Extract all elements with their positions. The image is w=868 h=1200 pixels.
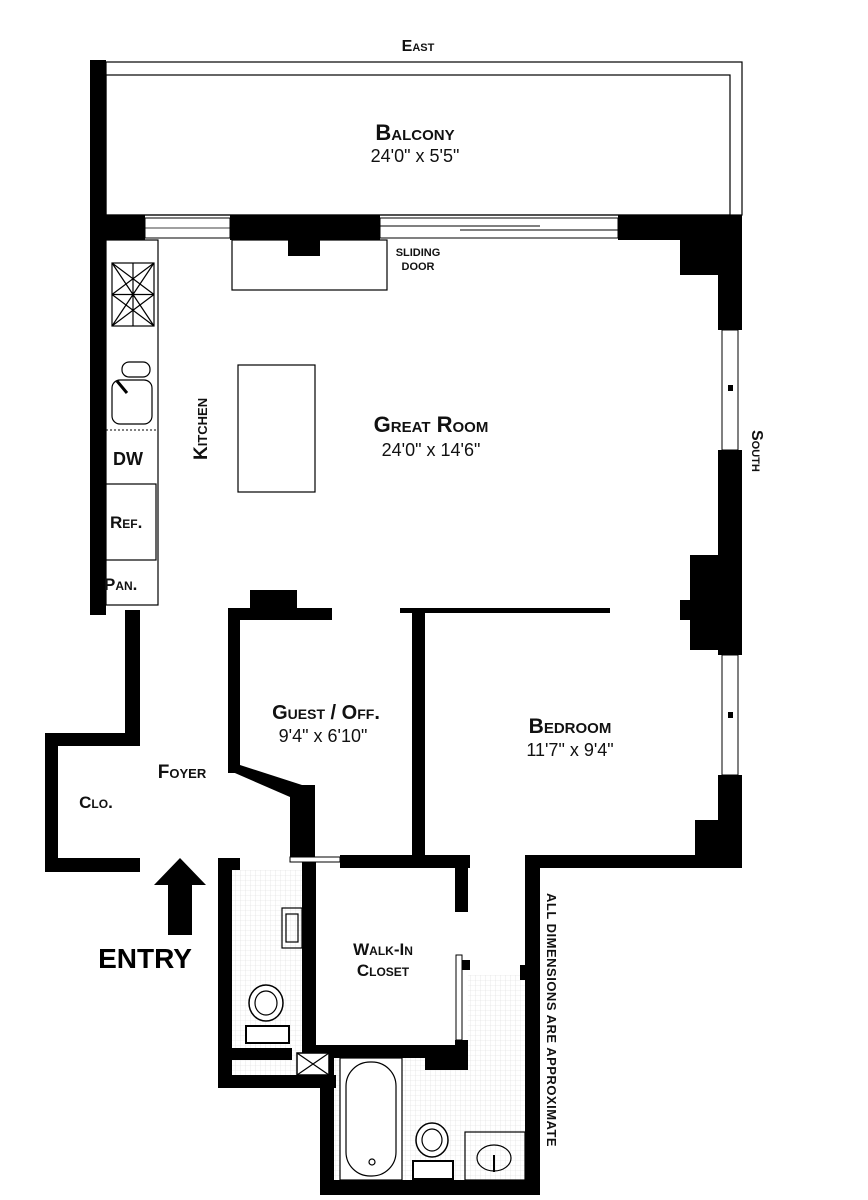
refrigerator	[100, 483, 157, 561]
guest-office-label: Guest / Off.	[272, 702, 380, 724]
bedroom-sliding-door[interactable]	[400, 608, 610, 613]
refrigerator-label: Ref.	[110, 513, 142, 532]
guest-office-dims: 9'4" x 6'10"	[279, 726, 368, 746]
entry-arrow-icon	[154, 858, 206, 935]
bath-1-floor	[232, 870, 302, 1075]
walk-in-closet-label-1: Walk-In	[353, 940, 413, 959]
bath-2-floor	[468, 975, 526, 1180]
foyer-label: Foyer	[158, 762, 207, 783]
linen-closet-icon	[296, 1052, 330, 1076]
bedroom-label: Bedroom	[529, 715, 612, 738]
pantry-label: Pan.	[104, 575, 137, 594]
east-label: East	[402, 38, 435, 55]
bath-1-sink-icon	[281, 907, 303, 949]
closet-label: Clo.	[79, 793, 113, 812]
sliding-door[interactable]	[379, 217, 619, 239]
sliding-door-label-2: DOOR	[402, 261, 435, 273]
kitchen-counter	[105, 239, 388, 606]
walk-in-closet-label-2: Closet	[357, 961, 410, 980]
great-room-label: Great Room	[374, 412, 489, 437]
bathtub-icon	[339, 1057, 403, 1181]
entry-label: ENTRY	[98, 943, 192, 974]
bath-2-sink-icon	[464, 1131, 526, 1181]
windows	[144, 217, 739, 776]
sliding-door-label-1: SLIDING	[396, 247, 441, 259]
bath-2-door[interactable]	[455, 954, 463, 1041]
stove-icon	[111, 262, 155, 327]
walls	[45, 60, 742, 1195]
toilet-icon	[412, 1122, 454, 1180]
balcony-label: Balcony	[375, 120, 454, 145]
dimensions-note: All dimensions are approximate	[544, 893, 559, 1147]
balcony-dims: 24'0" x 5'5"	[371, 146, 460, 166]
sink-icon	[111, 361, 153, 425]
kitchen-label: Kitchen	[191, 398, 212, 460]
south-label: South	[748, 430, 765, 472]
great-room-dims: 24'0" x 14'6"	[382, 440, 481, 460]
bedroom-dims: 11'7" x 9'4"	[526, 740, 613, 760]
dishwasher-label: DW	[113, 449, 143, 469]
bath-1-door[interactable]	[289, 856, 341, 863]
toilet-icon	[245, 984, 290, 1044]
